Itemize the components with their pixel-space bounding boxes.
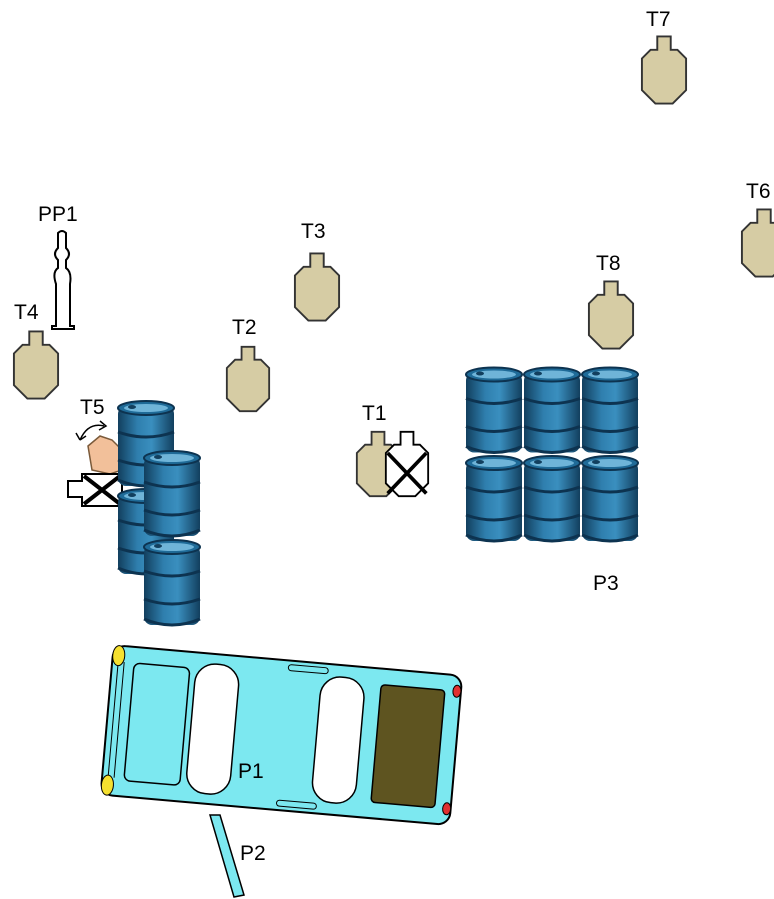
target-label-t2: T2	[232, 316, 257, 339]
oil-barrel-icon	[522, 454, 582, 543]
target-t5: T5	[67, 396, 123, 507]
target-label-t4: T4	[14, 301, 39, 324]
target-t8: T8	[587, 252, 635, 350]
ipsc-paper-target-icon	[587, 280, 635, 350]
ipsc-paper-target-icon	[740, 208, 774, 278]
oil-barrel-icon	[142, 538, 202, 627]
no-shoot-target-icon	[67, 473, 123, 507]
target-label-t8: T8	[596, 252, 621, 275]
popper-target-icon	[51, 230, 75, 330]
target-label-t5: T5	[80, 396, 105, 419]
car-prop-icon	[100, 645, 463, 826]
ipsc-paper-target-icon	[293, 252, 341, 322]
barrel-stack-p3: P3	[464, 365, 640, 595]
prop-label-p2: P2	[240, 842, 266, 865]
oil-barrel-icon	[142, 450, 202, 538]
ipsc-paper-target-icon	[640, 35, 688, 105]
barrel-stack-left	[116, 400, 202, 627]
target-t6: T6	[740, 180, 774, 278]
prop-pole-p2: P2	[208, 814, 266, 898]
activator-paddle-icon	[87, 435, 123, 475]
no-shoot-target-icon	[384, 429, 430, 499]
prop-label-p1: P1	[238, 760, 264, 783]
oil-barrel-icon	[522, 365, 582, 455]
oil-barrel-icon	[580, 365, 640, 455]
target-label-t3: T3	[301, 220, 326, 243]
swing-arrow-icon	[75, 420, 108, 441]
oil-barrel-icon	[580, 454, 640, 543]
ipsc-paper-target-icon	[12, 330, 60, 400]
target-t2: T2	[225, 316, 271, 413]
target-label-t1: T1	[362, 402, 387, 425]
ipsc-paper-target-icon	[225, 345, 271, 413]
target-label-t6: T6	[746, 180, 771, 203]
oil-barrel-icon	[464, 454, 524, 543]
target-t1: T1	[355, 402, 430, 499]
oil-barrel-icon	[464, 365, 524, 455]
popper-pp1: PP1	[38, 203, 78, 330]
target-t7: T7	[640, 8, 688, 105]
prop-label-p3: P3	[593, 572, 619, 595]
popper-label-pp1: PP1	[38, 203, 78, 226]
target-t3: T3	[293, 220, 341, 322]
target-label-t7: T7	[646, 8, 671, 31]
prop-car-p1	[100, 645, 463, 826]
target-t4: T4	[12, 301, 60, 400]
